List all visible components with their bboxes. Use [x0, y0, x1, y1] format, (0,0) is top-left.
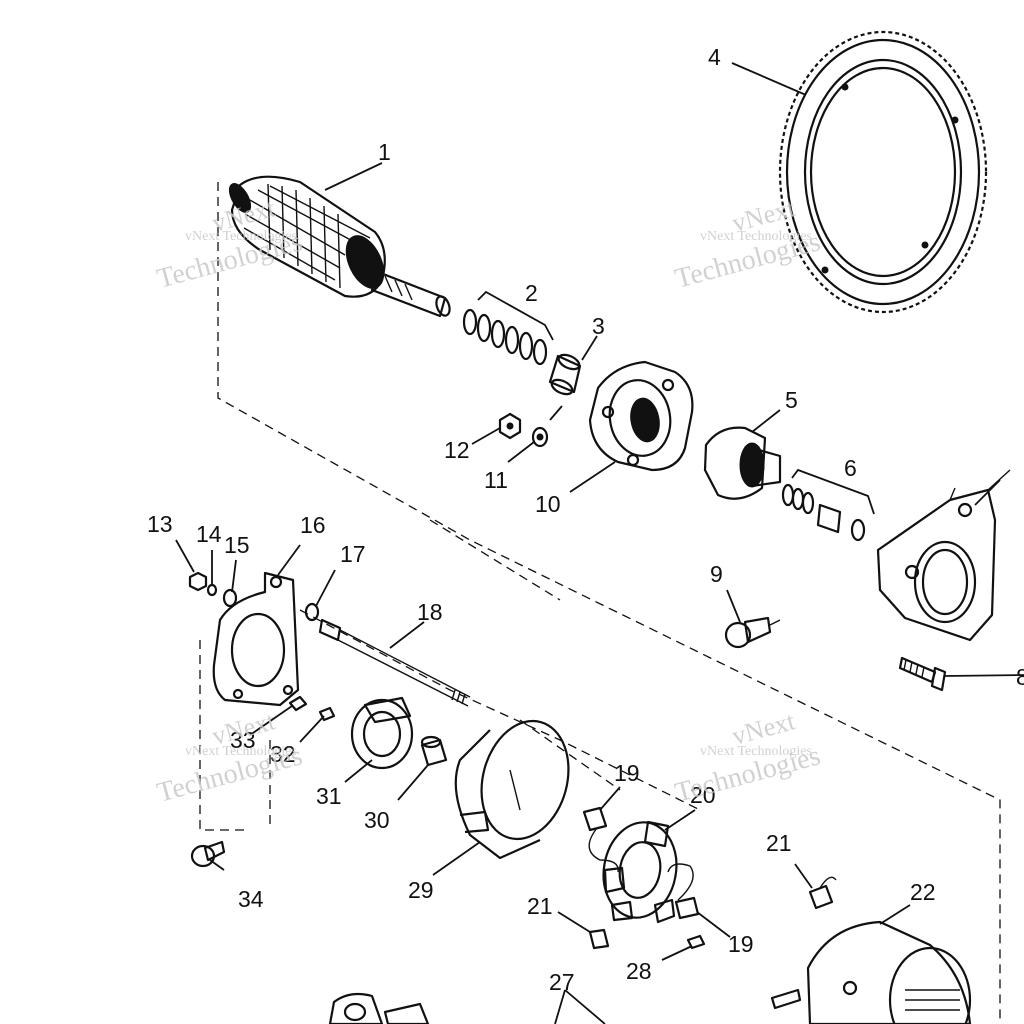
label-19-bottom: 19: [728, 931, 754, 957]
label-28: 28: [626, 958, 652, 984]
brush-parts: [582, 806, 700, 920]
field-frame-part: [454, 719, 570, 860]
watermark-bottom-right: vNext Technologies vNext Technologies: [672, 706, 824, 809]
label-29: 29: [408, 877, 434, 903]
small-fasteners: [188, 571, 320, 622]
label-32: 32: [270, 741, 296, 767]
label-14: 14: [196, 521, 222, 547]
pinion-spring-part: [781, 468, 875, 542]
drive-housing-part: [588, 360, 694, 472]
bracket-27-part: [328, 992, 430, 1024]
label-2: 2: [525, 280, 538, 306]
mounting-bracket-part: [876, 469, 1011, 642]
label-31: 31: [316, 783, 342, 809]
bolt-9-part: [724, 616, 781, 649]
label-3: 3: [592, 313, 605, 339]
label-30: 30: [364, 807, 390, 833]
pinion-part: [703, 426, 782, 500]
label-6: 6: [844, 455, 857, 481]
brush-holder-part: [602, 820, 678, 924]
label-10: 10: [535, 491, 561, 517]
armature-part: [228, 175, 451, 318]
label-12: 12: [444, 437, 470, 463]
label-4: 4: [708, 44, 721, 70]
label-34: 34: [238, 886, 264, 912]
label-21-left: 21: [527, 893, 553, 919]
end-bracket-part: [212, 571, 300, 707]
label-1: 1: [378, 139, 391, 165]
svg-text:vNext Technologies: vNext Technologies: [700, 229, 812, 244]
label-22: 22: [910, 879, 936, 905]
bushing-part: [548, 353, 582, 396]
bolt-34-part: [190, 840, 226, 868]
label-27: 27: [549, 969, 575, 995]
leader-lines: [175, 62, 1024, 1024]
label-18: 18: [417, 599, 443, 625]
bushing-30-part: [420, 735, 448, 767]
label-8: 8: [1016, 664, 1024, 690]
svg-text:vNext Technologies: vNext Technologies: [185, 744, 297, 759]
washer-nut-parts: [498, 412, 549, 448]
end-cap-part: [288, 695, 414, 770]
spring-part: [462, 290, 554, 366]
label-9: 9: [710, 561, 723, 587]
label-33: 33: [230, 727, 256, 753]
terminal-parts: [588, 876, 837, 950]
svg-text:vNext Technologies: vNext Technologies: [185, 229, 297, 244]
watermark-top-right: vNext Technologies vNext Technologies: [672, 193, 824, 295]
watermark-bottom-left: vNext Technologies vNext Technologies: [154, 706, 306, 809]
label-17: 17: [340, 541, 366, 567]
callout-labels: 1 2 3 4 5 6 8 9 10 11 12 13 14 15 16 17 …: [147, 44, 1024, 995]
label-19-top: 19: [614, 760, 640, 786]
label-13: 13: [147, 511, 173, 537]
svg-text:vNext Technologies: vNext Technologies: [700, 744, 812, 759]
end-frame-part: [770, 920, 972, 1024]
label-20: 20: [690, 782, 716, 808]
label-5: 5: [785, 387, 798, 413]
label-11: 11: [484, 467, 508, 493]
label-16: 16: [300, 512, 326, 538]
assembly-guide-lines: [199, 182, 1001, 1024]
ring-gear-part: [778, 30, 988, 314]
label-21-right: 21: [766, 830, 792, 856]
bolt-8-part: [898, 656, 947, 692]
watermarks: vNext Technologies vNext Technologies vN…: [154, 193, 824, 809]
label-15: 15: [224, 532, 250, 558]
through-bolt-part: [318, 618, 471, 707]
